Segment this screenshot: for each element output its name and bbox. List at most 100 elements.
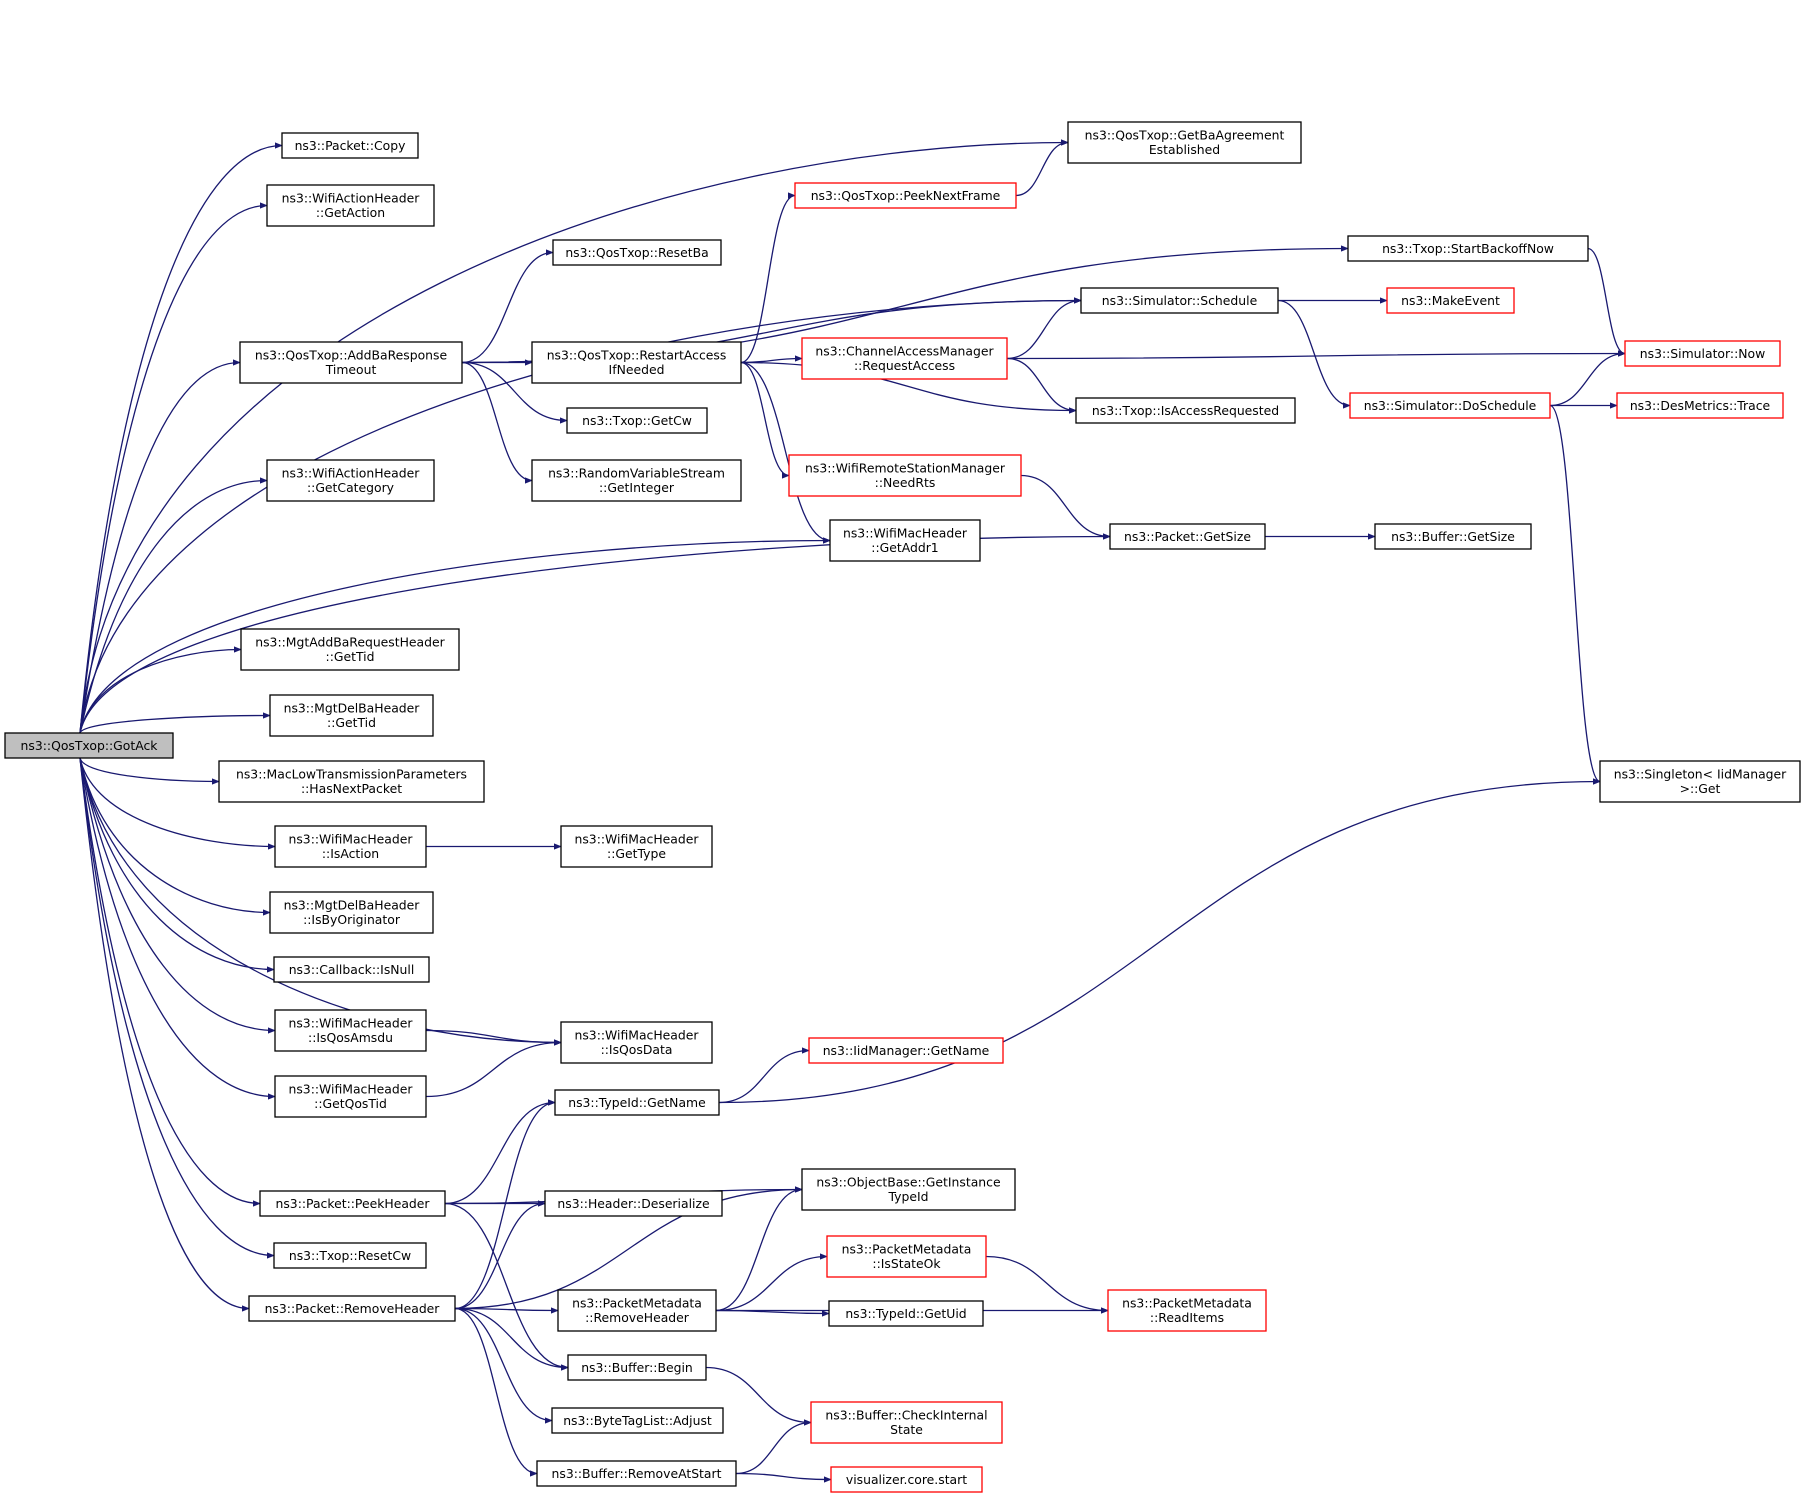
node-now[interactable]: ns3::Simulator::Now <box>1624 340 1781 367</box>
node-adjust[interactable]: ns3::ByteTagList::Adjust <box>551 1407 724 1434</box>
node-iidgetname[interactable]: ns3::IidManager::GetName <box>808 1037 1004 1064</box>
node-label: ns3::Packet::Copy <box>295 138 406 153</box>
edge-isqosamsdu-to-isqosdata <box>425 1029 562 1046</box>
node-box <box>269 694 434 737</box>
node-makeevent[interactable]: ns3::MakeEvent <box>1386 287 1515 314</box>
node-box <box>1109 523 1266 550</box>
edge-gotack-to-isqosdata <box>79 757 562 1046</box>
node-label: ns3::Txop::GetCw <box>582 413 692 428</box>
edge-line <box>740 355 803 364</box>
node-label: ns3::QosTxop::PeekNextFrame <box>811 188 1001 203</box>
edge-line <box>79 757 276 850</box>
node-hasnext[interactable]: ns3::MacLowTransmissionParameters::HasNe… <box>218 760 485 803</box>
node-reqaccess[interactable]: ns3::ChannelAccessManager::RequestAccess <box>801 337 1008 380</box>
node-pktgetsize[interactable]: ns3::Packet::GetSize <box>1109 523 1266 550</box>
node-isqosamsdu[interactable]: ns3::WifiMacHeader::IsQosAmsdu <box>274 1009 427 1052</box>
node-singleton[interactable]: ns3::Singleton< IidManager>::Get <box>1599 760 1801 803</box>
edge-line <box>740 361 790 479</box>
node-resetba[interactable]: ns3::QosTxop::ResetBa <box>552 239 722 266</box>
edge-gotack-to-hasnext <box>79 757 220 785</box>
node-box <box>4 732 174 759</box>
edge-line <box>740 192 796 364</box>
edge-line <box>79 297 1082 734</box>
node-label: ns3::PacketMetadata <box>842 1242 972 1257</box>
node-trace[interactable]: ns3::DesMetrics::Trace <box>1616 392 1784 419</box>
edge-line <box>1587 247 1626 357</box>
node-getqostid[interactable]: ns3::WifiMacHeader::GetQosTid <box>274 1075 427 1118</box>
node-label: ns3::Txop::StartBackoffNow <box>1382 241 1554 256</box>
node-label: ns3::WifiMacHeader <box>289 1016 414 1031</box>
node-getaction[interactable]: ns3::WifiActionHeader::GetAction <box>266 184 435 227</box>
node-label: ::GetTid <box>327 715 376 730</box>
node-isbyorig[interactable]: ns3::MgtDelBaHeader::IsByOriginator <box>269 891 434 934</box>
edge-getqostid-to-isqosdata <box>425 1039 562 1098</box>
node-label: ::ReadItems <box>1150 1310 1224 1325</box>
node-label: ns3::Simulator::Schedule <box>1102 293 1257 308</box>
node-bufbegin[interactable]: ns3::Buffer::Begin <box>567 1354 707 1381</box>
node-addbareqtid[interactable]: ns3::MgtAddBaRequestHeader::GetTid <box>240 628 460 671</box>
node-removeheader[interactable]: ns3::Packet::RemoveHeader <box>248 1295 456 1322</box>
edge-line <box>79 757 261 1207</box>
node-gotack[interactable]: ns3::QosTxop::GotAck <box>4 732 174 759</box>
node-gettype[interactable]: ns3::WifiMacHeader::GetType <box>560 825 713 868</box>
node-typeidgetname[interactable]: ns3::TypeId::GetName <box>554 1089 720 1116</box>
edge-gotack-to-isnull <box>79 757 275 973</box>
node-getaddr1[interactable]: ns3::WifiMacHeader::GetAddr1 <box>829 519 981 562</box>
node-isnull[interactable]: ns3::Callback::IsNull <box>273 956 430 983</box>
node-box <box>1107 1289 1267 1332</box>
edge-reqaccess-to-isaccessreq <box>1006 357 1077 414</box>
node-isqosdata[interactable]: ns3::WifiMacHeader::IsQosData <box>560 1021 713 1064</box>
node-box <box>1080 287 1279 314</box>
node-getcategory[interactable]: ns3::WifiActionHeader::GetCategory <box>266 459 435 502</box>
edge-line <box>1006 297 1082 360</box>
node-label: TypeId <box>888 1189 929 1204</box>
node-doschedule[interactable]: ns3::Simulator::DoSchedule <box>1349 392 1551 419</box>
node-schedule[interactable]: ns3::Simulator::Schedule <box>1080 287 1279 314</box>
node-label: ns3::QosTxop::GetBaAgreement <box>1085 128 1285 143</box>
node-box <box>829 519 981 562</box>
edge-gotack-to-getaction <box>79 202 268 734</box>
node-label: ns3::ByteTagList::Adjust <box>563 1413 712 1428</box>
node-box <box>281 132 419 159</box>
node-label: ::NeedRts <box>875 475 936 490</box>
node-box <box>801 1168 1016 1211</box>
edge-line <box>461 249 554 364</box>
node-label: ns3::QosTxop::RestartAccess <box>547 348 727 363</box>
node-bufgetsize[interactable]: ns3::Buffer::GetSize <box>1374 523 1532 550</box>
node-peekheader[interactable]: ns3::Packet::PeekHeader <box>259 1190 446 1217</box>
node-getinteger[interactable]: ns3::RandomVariableStream::GetInteger <box>531 459 742 502</box>
node-box <box>560 825 713 868</box>
node-delbatid[interactable]: ns3::MgtDelBaHeader::GetTid <box>269 694 434 737</box>
node-pmremoveheader[interactable]: ns3::PacketMetadata::RemoveHeader <box>557 1289 717 1332</box>
edge-line <box>715 1186 803 1312</box>
node-getuid[interactable]: ns3::TypeId::GetUid <box>828 1300 984 1327</box>
node-label: IfNeeded <box>609 362 665 377</box>
node-removeatstart[interactable]: ns3::Buffer::RemoveAtStart <box>536 1460 737 1487</box>
node-getcw[interactable]: ns3::Txop::GetCw <box>566 407 708 434</box>
edge-removeatstart-to-vizstart <box>735 1472 832 1483</box>
edge-line <box>79 202 268 734</box>
edge-line <box>461 361 533 484</box>
node-box <box>830 1466 983 1493</box>
node-label: ns3::MakeEvent <box>1401 293 1500 308</box>
node-isaccessreq[interactable]: ns3::Txop::IsAccessRequested <box>1075 397 1296 424</box>
node-isstateok[interactable]: ns3::PacketMetadata::IsStateOk <box>826 1235 987 1278</box>
node-isaction[interactable]: ns3::WifiMacHeader::IsAction <box>274 825 427 868</box>
edge-addba-to-getinteger <box>461 361 533 484</box>
edge-line <box>715 1253 828 1312</box>
edge-removeheader-to-bufbegin <box>454 1307 569 1371</box>
node-resetcw[interactable]: ns3::Txop::ResetCw <box>273 1242 427 1269</box>
node-copy[interactable]: ns3::Packet::Copy <box>281 132 419 159</box>
node-box <box>1349 392 1551 419</box>
node-peeknext[interactable]: ns3::QosTxop::PeekNextFrame <box>794 182 1017 209</box>
node-startbackoff[interactable]: ns3::Txop::StartBackoffNow <box>1347 235 1589 262</box>
node-readitems[interactable]: ns3::PacketMetadata::ReadItems <box>1107 1289 1267 1332</box>
node-vizstart[interactable]: visualizer.core.start <box>830 1466 983 1493</box>
node-deserialize[interactable]: ns3::Header::Deserialize <box>544 1190 723 1217</box>
node-needrts[interactable]: ns3::WifiRemoteStationManager::NeedRts <box>788 454 1022 497</box>
